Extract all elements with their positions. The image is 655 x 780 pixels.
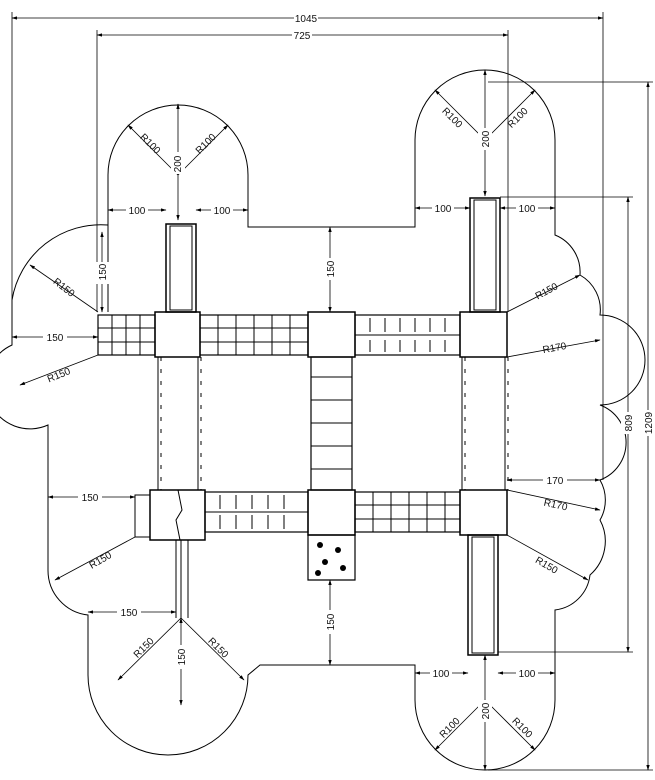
label-r100: R100 — [439, 106, 464, 131]
label-r100: R100 — [137, 132, 162, 157]
label-r150: R150 — [533, 555, 560, 577]
net-bridge-top-left — [199, 314, 309, 356]
rope-bridge-bottom-left — [204, 491, 309, 533]
label-150: 150 — [47, 333, 64, 344]
ladder-bridge-center — [310, 356, 353, 491]
rope-bridge-top-right — [354, 314, 461, 356]
label-150: 150 — [177, 648, 188, 665]
label-100: 100 — [435, 204, 452, 215]
dim-overall-height: 1209 — [644, 411, 655, 434]
label-r150: R150 — [88, 550, 115, 572]
safety-zone-outline — [0, 69, 646, 771]
label-200: 200 — [173, 155, 184, 172]
label-r100: R100 — [438, 716, 463, 741]
label-r150: R150 — [132, 636, 157, 661]
label-100: 100 — [519, 669, 536, 680]
label-r170: R170 — [543, 498, 569, 514]
label-150: 150 — [326, 260, 337, 277]
dim-inner-width: 725 — [294, 31, 311, 42]
label-150: 150 — [98, 263, 109, 280]
deck-center-bottom — [307, 489, 356, 536]
deck-center-top — [307, 311, 356, 358]
pole-bottom-left — [175, 540, 189, 618]
equipment-structure — [97, 197, 509, 656]
label-100: 100 — [129, 206, 146, 217]
label-r100: R100 — [506, 106, 531, 131]
deck-left-top — [154, 311, 201, 358]
deck-right-bottom — [459, 489, 508, 536]
label-r150: R150 — [51, 276, 77, 300]
net-entry-left — [97, 314, 156, 356]
label-r100: R100 — [194, 132, 219, 157]
deck-right-top — [459, 311, 508, 358]
label-200: 200 — [481, 702, 492, 719]
hut-bottom-left — [134, 489, 206, 541]
slide-top-right — [469, 197, 501, 313]
label-100: 100 — [433, 669, 450, 680]
label-170: 170 — [547, 476, 564, 487]
chain-bridge-left — [157, 357, 202, 490]
label-r170: R170 — [542, 341, 568, 356]
label-150: 150 — [121, 608, 138, 619]
dim-overall-width: 1045 — [295, 14, 318, 25]
label-100: 100 — [519, 204, 536, 215]
label-r150: R150 — [534, 281, 561, 302]
label-r150: R150 — [205, 636, 230, 661]
net-bridge-bottom-right — [354, 491, 461, 533]
label-200: 200 — [481, 130, 492, 147]
slide-bottom-right — [467, 534, 499, 656]
dim-inner-height: 809 — [624, 414, 635, 431]
slide-top-left — [165, 223, 197, 313]
chain-bridge-right — [461, 357, 509, 490]
label-100: 100 — [214, 206, 231, 217]
dimension-lines — [11, 12, 653, 771]
label-150: 150 — [82, 493, 99, 504]
climbing-wall — [307, 534, 356, 581]
label-r150: R150 — [46, 366, 73, 385]
label-150: 150 — [326, 613, 337, 630]
